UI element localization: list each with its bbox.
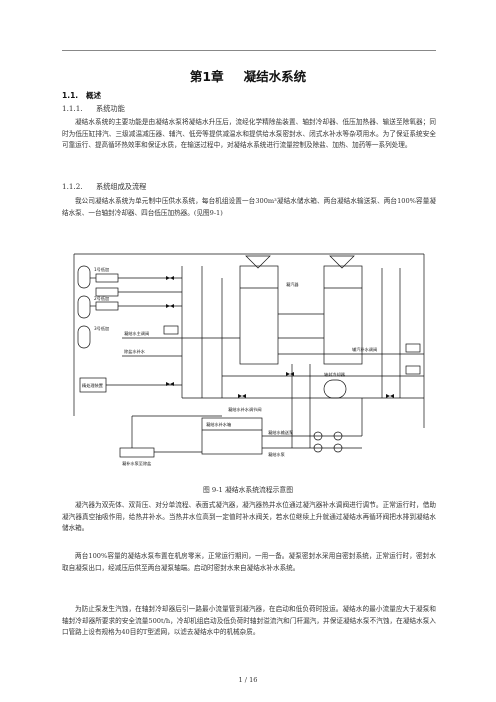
label-makeup-valve: 凝结水补水调节阀: [228, 406, 262, 413]
subsection-title: 系统功能: [96, 104, 125, 113]
label-drain: 凝补水泵至除盐: [122, 460, 151, 467]
chapter-heading: 第1章 凝结水系统: [0, 66, 496, 85]
subsection-number: 1.1.1.: [62, 104, 83, 113]
section-title: 概述: [86, 91, 101, 100]
turbine-exhaust-a: [245, 255, 271, 269]
drain-box: [119, 447, 155, 458]
subsection-title: 系统组成及流程: [96, 182, 147, 191]
label-tank: 凝结水补水箱: [206, 421, 231, 428]
chapter-title: 凝结水系统: [243, 69, 307, 84]
label-gland: 轴封冷却器: [324, 371, 346, 378]
paragraph-function: 凝结水系统的主要功能是由凝结水泵将凝结水升压后，流经化学精除盐装置、轴封冷却器、…: [62, 118, 436, 150]
paragraph-min-flow: 为防止泵发生汽蚀，在轴封冷却器后引一路最小流量管到凝汽器，在启动和低负荷时投运。…: [62, 605, 436, 637]
label-heater-2: 2号低加: [94, 295, 109, 302]
paragraph-composition: 我公司凝结水系统为单元制中压供水系统，每台机组设置一台300m³凝结水储水箱、两…: [62, 197, 436, 217]
control-box-2: [405, 343, 421, 353]
label-hotwell: 凝汽器: [286, 281, 299, 288]
label-chem: 精处理装置: [82, 382, 103, 389]
label-cond-pump: 凝结水泵: [268, 451, 285, 458]
subsection-heading-1-1-1: 1.1.1. 系统功能: [62, 104, 125, 114]
heater-box-3: [95, 301, 119, 311]
gland-cooler: [323, 379, 347, 399]
section-heading-1-1: 1.1. 概述: [62, 90, 101, 101]
subsection-number: 1.1.2.: [62, 182, 83, 191]
label-transfer-pump: 凝结水输送泵: [268, 429, 293, 436]
condenser-shell-a: [239, 265, 279, 365]
section-number: 1.1.: [62, 91, 79, 100]
label-makeup-water: 除盐水补水: [124, 348, 146, 355]
page-number: 1 / 16: [238, 676, 258, 684]
heater-box-2: [95, 287, 119, 297]
heater-vessel-1: [77, 265, 91, 289]
heater-box-1: [95, 273, 119, 283]
control-box-3: [405, 365, 421, 375]
subsection-heading-1-1-2: 1.1.2. 系统组成及流程: [62, 182, 146, 192]
transfer-pump-1: [313, 431, 323, 441]
heater-vessel-2: [77, 295, 91, 319]
heater-vessel-3: [77, 325, 91, 349]
transfer-pump-2: [333, 431, 343, 441]
control-box-1: [163, 325, 179, 335]
cond-pump-1: [313, 443, 323, 453]
paragraph-pumps: 两台100%容量的凝结水泵布置在机房零米，正常运行期间，一用一备。凝泵密封水采用…: [62, 552, 436, 572]
turbine-exhaust-b: [329, 255, 355, 269]
paragraph-condenser: 凝汽器为双壳体、双背压、对分单流程、表面式凝汽器，凝汽器热井水位通过凝汽器补水调…: [62, 501, 436, 533]
diagram-svg: 1号低加 2号低加 3号低加 凝结水主调阀 除盐水补水 辅汽补水调阀 精处理装置…: [73, 253, 425, 467]
figure-caption: 图 9-1 凝结水系统流程示意图: [202, 486, 294, 494]
label-main-valve: 凝结水主调阀: [124, 330, 149, 337]
cond-pump-2: [333, 443, 343, 453]
label-aux-valve: 辅汽补水调阀: [352, 346, 377, 353]
label-heater-1: 1号低加: [94, 266, 109, 273]
condenser-shell-b: [323, 265, 363, 365]
chapter-number: 第1章: [189, 69, 224, 84]
condensate-system-diagram: 1号低加 2号低加 3号低加 凝结水主调阀 除盐水补水 辅汽补水调阀 精处理装置…: [62, 248, 436, 480]
label-heater-3: 3号低加: [94, 325, 109, 332]
header-rule: [62, 50, 436, 51]
